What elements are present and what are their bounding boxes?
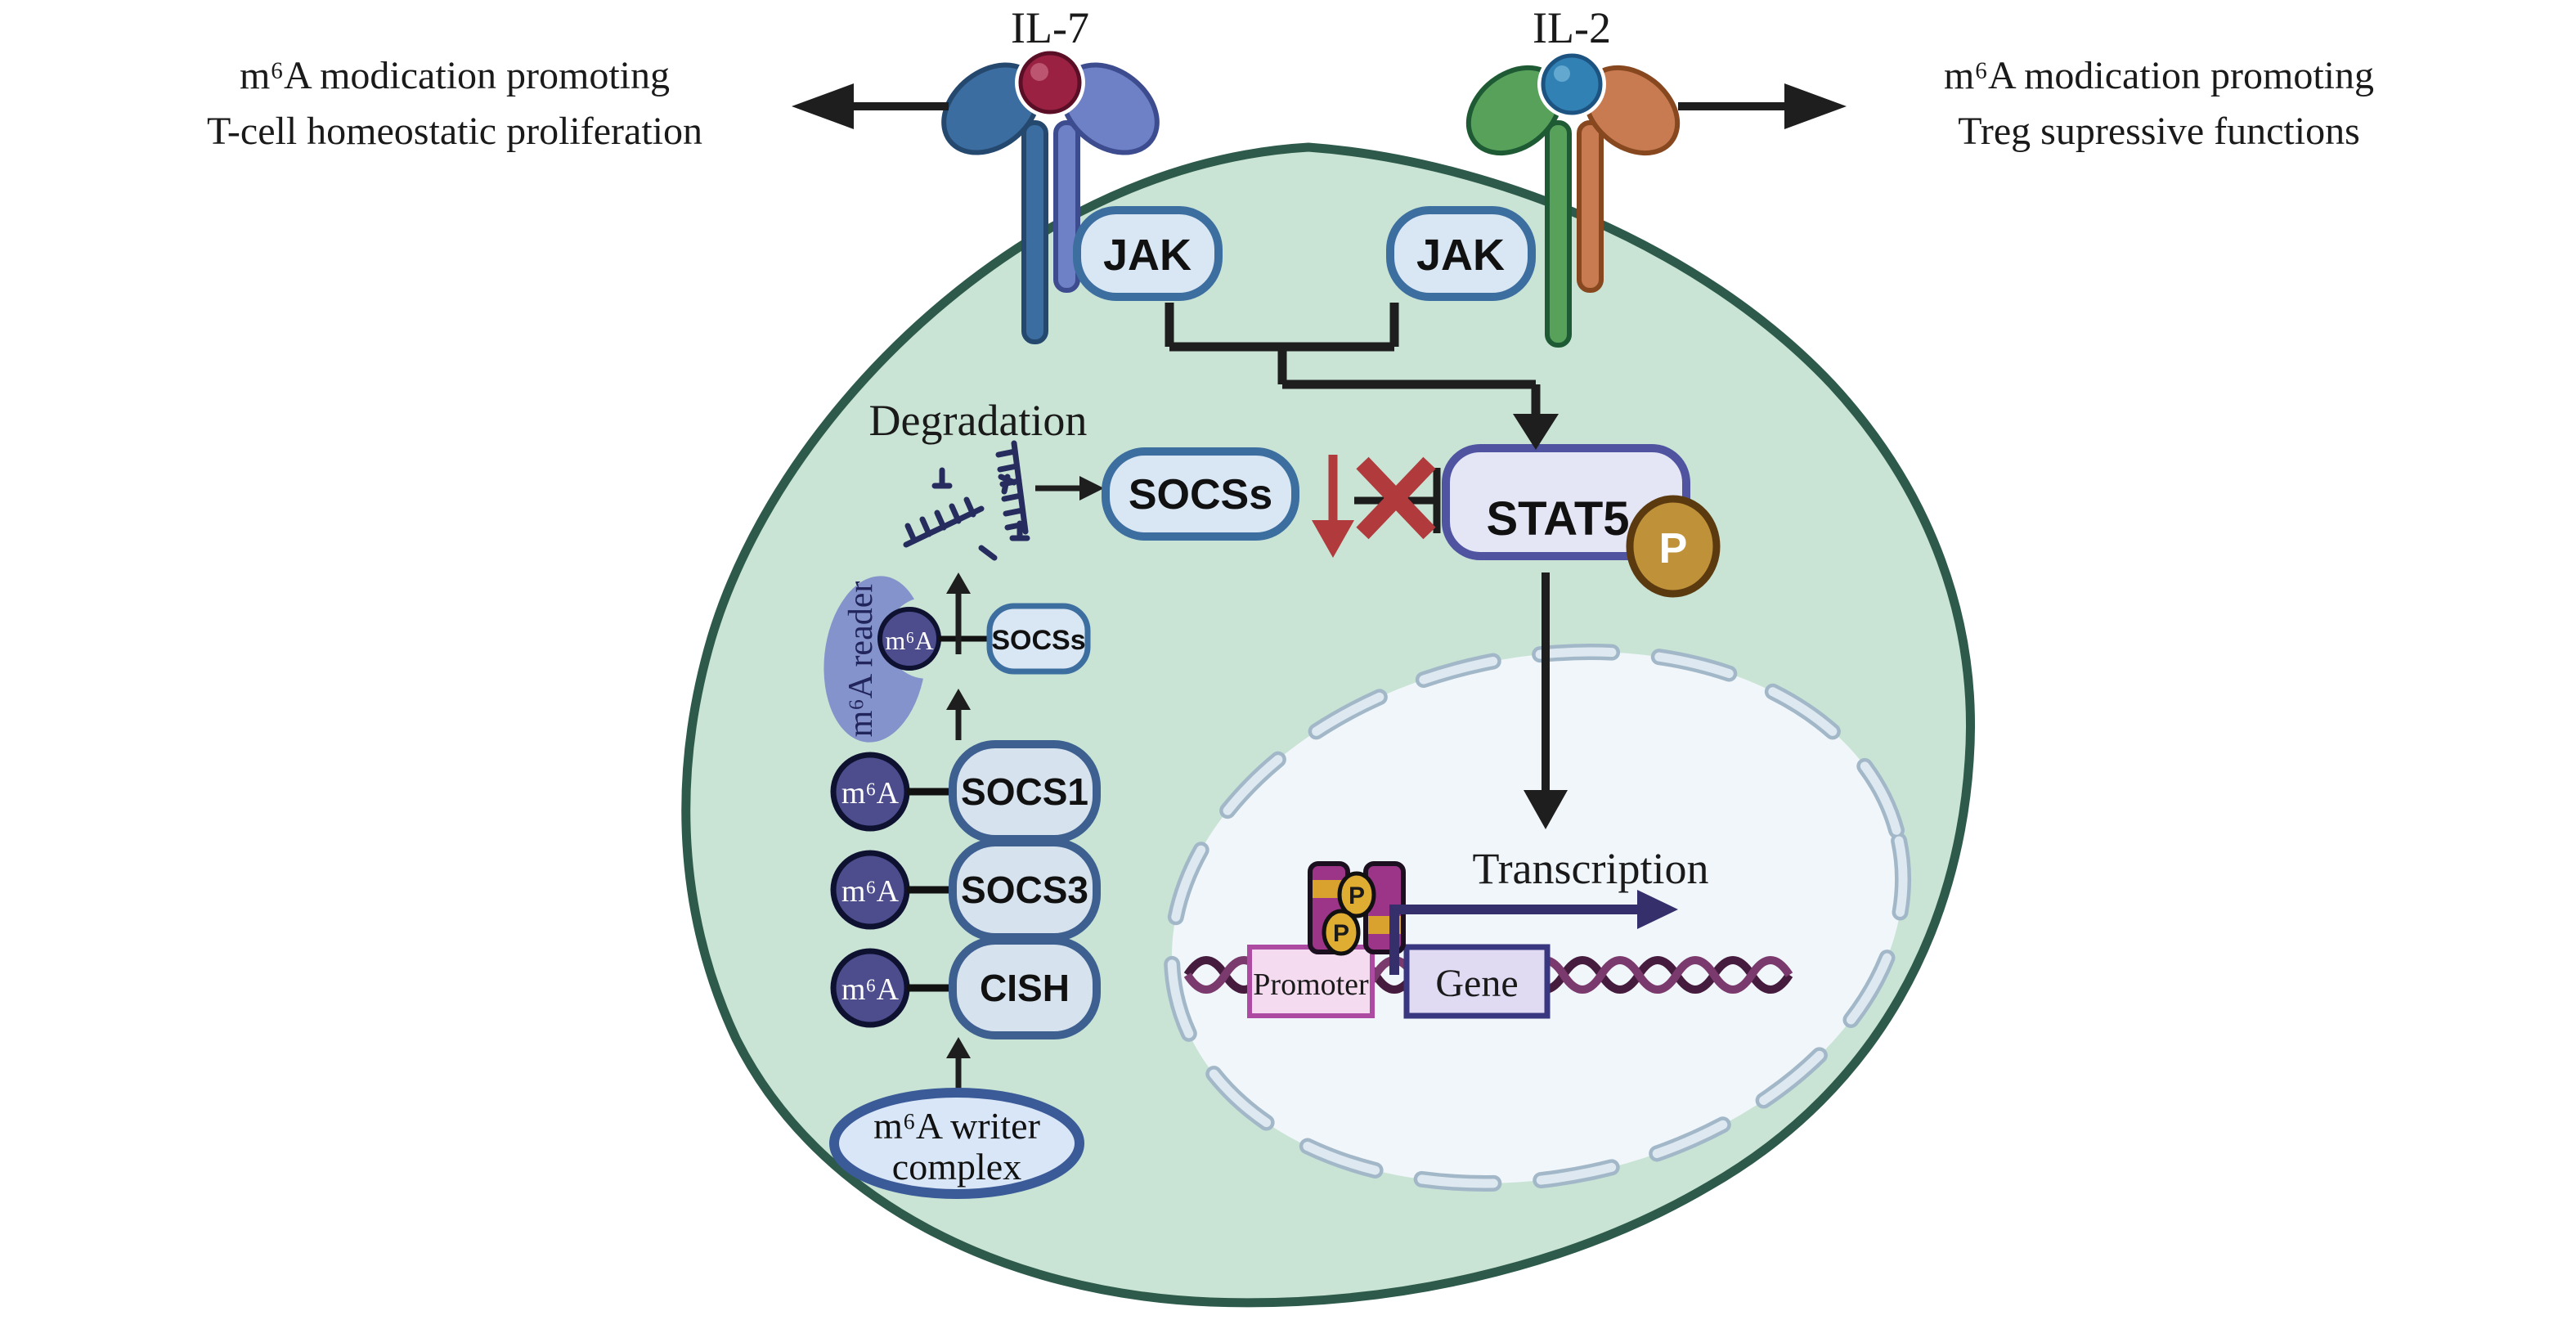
socss-mrna-box [986, 603, 1091, 675]
jak-box-right: JAK [1386, 206, 1536, 301]
jak-right-label: JAK [1416, 231, 1505, 280]
m6a-mark-socs3-label: m⁶A [841, 874, 900, 909]
socs3-label: SOCS3 [961, 869, 1088, 911]
il7-receptor [941, 47, 1160, 344]
socss-mrna-label: SOCSs [991, 625, 1085, 656]
transcription-start-arrow-icon [1389, 890, 1678, 975]
gene-box: Gene [1403, 944, 1551, 1019]
header-right-line2: Treg supressive functions [1958, 110, 2360, 153]
m6a-mark-cish-label: m⁶A [841, 972, 900, 1007]
degradation-label: Degradation [869, 396, 1088, 445]
promoter-box: Promoter [1247, 945, 1375, 1018]
il7-receptor-stem-gamma [1053, 120, 1080, 293]
jak-left-label: JAK [1103, 231, 1192, 280]
m6a-mark-reader-label: m⁶A [885, 626, 933, 655]
il7-ligand-highlight [1030, 63, 1048, 81]
il2-ligand-highlight [1554, 65, 1570, 82]
stat5-dimer: P P [1308, 861, 1406, 956]
header-right: m⁶A modication promoting Treg supressive… [1944, 54, 2374, 153]
il7-label: IL-7 [1011, 3, 1089, 52]
header-left: m⁶A modication promoting T-cell homeosta… [207, 54, 702, 153]
phospho-badge-2 [1322, 909, 1361, 956]
stack-to-reader-arrow-icon [946, 689, 971, 740]
writer-to-stack-arrow-icon [946, 1037, 971, 1093]
stat5-phospho-label: P [1659, 525, 1688, 572]
cish-box [949, 936, 1101, 1039]
socs1-label: SOCS1 [961, 770, 1088, 813]
stack-row-cish: m⁶A CISH [830, 936, 1101, 1039]
socs-down-arrow-icon [1312, 455, 1354, 558]
stat5-label: STAT5 [1486, 492, 1629, 546]
nucleus-envelope-inner [1167, 647, 1908, 1188]
stat5-dimer-stripe-left [1313, 880, 1345, 898]
degradation-to-socs-arrow-icon [1035, 476, 1104, 501]
inhibition-cross-icon [1356, 456, 1436, 540]
il2-receptor-stem-gamma [1577, 120, 1604, 293]
m6a-mark-socs1-label: m⁶A [841, 776, 900, 810]
stack-row-socs3: m⁶A SOCS3 [830, 838, 1101, 941]
left-outcome-arrow-icon [792, 83, 949, 129]
socs-main-label: SOCSs [1129, 471, 1272, 519]
jak-box-left: JAK [1073, 206, 1223, 301]
promoter-label: Promoter [1253, 968, 1369, 1002]
nucleus-body [1171, 652, 1904, 1183]
phospho-badge-1 [1337, 871, 1376, 918]
writer-label-line2: complex [892, 1146, 1021, 1188]
il7-ligand [1018, 51, 1082, 114]
reader-to-degradation-arrow-icon [946, 572, 971, 654]
il7-receptor-stem-alpha [1021, 120, 1048, 344]
gene-label: Gene [1435, 962, 1518, 1005]
il2-ligand [1541, 53, 1603, 115]
header-left-line2: T-cell homeostatic proliferation [207, 110, 702, 153]
transcription-label: Transcription [1472, 844, 1708, 893]
jak-to-stat5-arrow-icon [1165, 303, 1559, 450]
stat5-phospho-badge: P [1626, 495, 1721, 598]
il2-receptor-stem-beta [1545, 120, 1572, 348]
nucleus [1163, 644, 1912, 1192]
phospho-badge-1-label: P [1349, 882, 1365, 909]
il2-receptor [1465, 50, 1681, 348]
degraded-rna-icon [903, 440, 1030, 561]
m6a-reader: m⁶A reader m⁶A SOCSs [824, 576, 1091, 743]
m6a-writer-complex: m⁶A writer complex [829, 1088, 1084, 1199]
cish-label: CISH [980, 967, 1070, 1009]
header-right-line1: m⁶A modication promoting [1944, 54, 2374, 97]
stack-row-socs1: m⁶A SOCS1 [830, 740, 1101, 843]
writer-label-line1: m⁶A writer [873, 1105, 1040, 1147]
header-left-line1: m⁶A modication promoting [240, 54, 670, 97]
stat5-box: STAT5 [1442, 444, 1690, 560]
right-outcome-arrow-icon [1678, 83, 1847, 129]
socs-main-box: SOCSs [1102, 447, 1299, 541]
m6a-reader-label: m⁶A reader [842, 581, 880, 738]
phospho-badge-2-label: P [1333, 920, 1349, 947]
stat5-to-nucleus-arrow-icon [1524, 572, 1568, 829]
m6a-gene-stack: m⁶A SOCS1 m⁶A SOCS3 m⁶A CISH [830, 740, 1101, 1039]
il2-label: IL-2 [1533, 3, 1611, 52]
